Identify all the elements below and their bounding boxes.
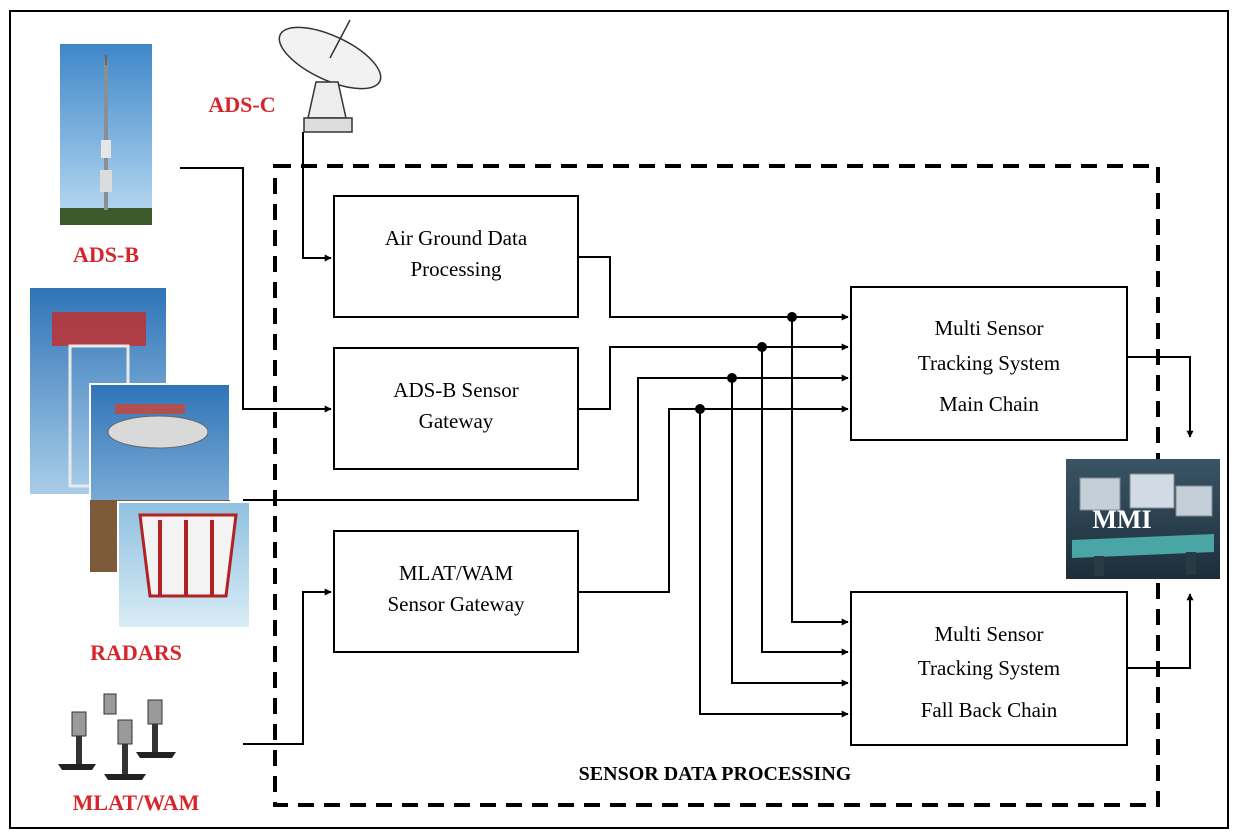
satellite-dish-icon — [278, 19, 382, 133]
tap-a — [791, 317, 849, 626]
ads-b-gateway-line-2: Gateway — [419, 409, 494, 433]
fall-back-line-2: Tracking System — [918, 656, 1060, 680]
junction-dot — [787, 312, 797, 322]
tap-c — [731, 378, 849, 687]
connector-ads-b-out — [578, 343, 849, 410]
tracking-system-main-chain-box: Multi Sensor Tracking System Main Chain — [850, 286, 1128, 441]
main-chain-line-1: Multi Sensor — [934, 316, 1043, 340]
ads-b-gateway-line-1: ADS-B Sensor — [393, 378, 518, 402]
connector-radars-out — [243, 374, 849, 501]
radar-icon — [30, 288, 251, 629]
mlat-gateway-line-2: Sensor Gateway — [387, 592, 525, 616]
main-chain-line-3: Main Chain — [939, 392, 1039, 416]
connectors — [180, 132, 1194, 745]
mlat-antenna-icon — [58, 693, 176, 780]
tap-d — [699, 409, 849, 718]
junction-dot — [695, 404, 705, 414]
tracking-system-fall-back-chain-box: Multi Sensor Tracking System Fall Back C… — [850, 591, 1128, 746]
fall-back-line-1: Multi Sensor — [934, 622, 1043, 646]
junction-dot — [757, 342, 767, 352]
tap-b — [761, 347, 849, 656]
mlat-wam-sensor-gateway-box: MLAT/WAM Sensor Gateway — [333, 530, 579, 653]
ads-c-label: ADS-C — [208, 92, 275, 117]
sensor-data-processing-label: SENSOR DATA PROCESSING — [579, 763, 852, 785]
air-ground-line-1: Air Ground Data — [385, 226, 528, 250]
ads-b-label: ADS-B — [73, 242, 139, 267]
radars-label: RADARS — [90, 640, 182, 665]
connector-ads-c — [302, 132, 332, 262]
connector-mlat-out — [578, 405, 849, 593]
connector-mlat — [243, 588, 332, 745]
main-chain-line-2: Tracking System — [918, 351, 1060, 375]
mlat-gateway-line-1: MLAT/WAM — [399, 561, 514, 585]
connector-air-ground-out — [578, 256, 849, 321]
outer-frame — [9, 10, 1229, 829]
air-ground-data-processing-box: Air Ground Data Processing — [333, 195, 579, 318]
air-ground-line-2: Processing — [411, 257, 502, 281]
fall-back-line-3: Fall Back Chain — [921, 698, 1058, 722]
connector-fallback-to-mmi — [1127, 593, 1194, 669]
ads-b-sensor-gateway-box: ADS-B Sensor Gateway — [333, 347, 579, 470]
control-console-icon — [1066, 459, 1220, 579]
junction-dot — [727, 373, 737, 383]
mmi-label: MMI — [1092, 505, 1151, 534]
connector-main-to-mmi — [1127, 356, 1194, 438]
antenna-tower-icon — [60, 44, 152, 225]
connector-ads-b — [180, 167, 332, 413]
mlat-wam-label: MLAT/WAM — [73, 790, 200, 815]
